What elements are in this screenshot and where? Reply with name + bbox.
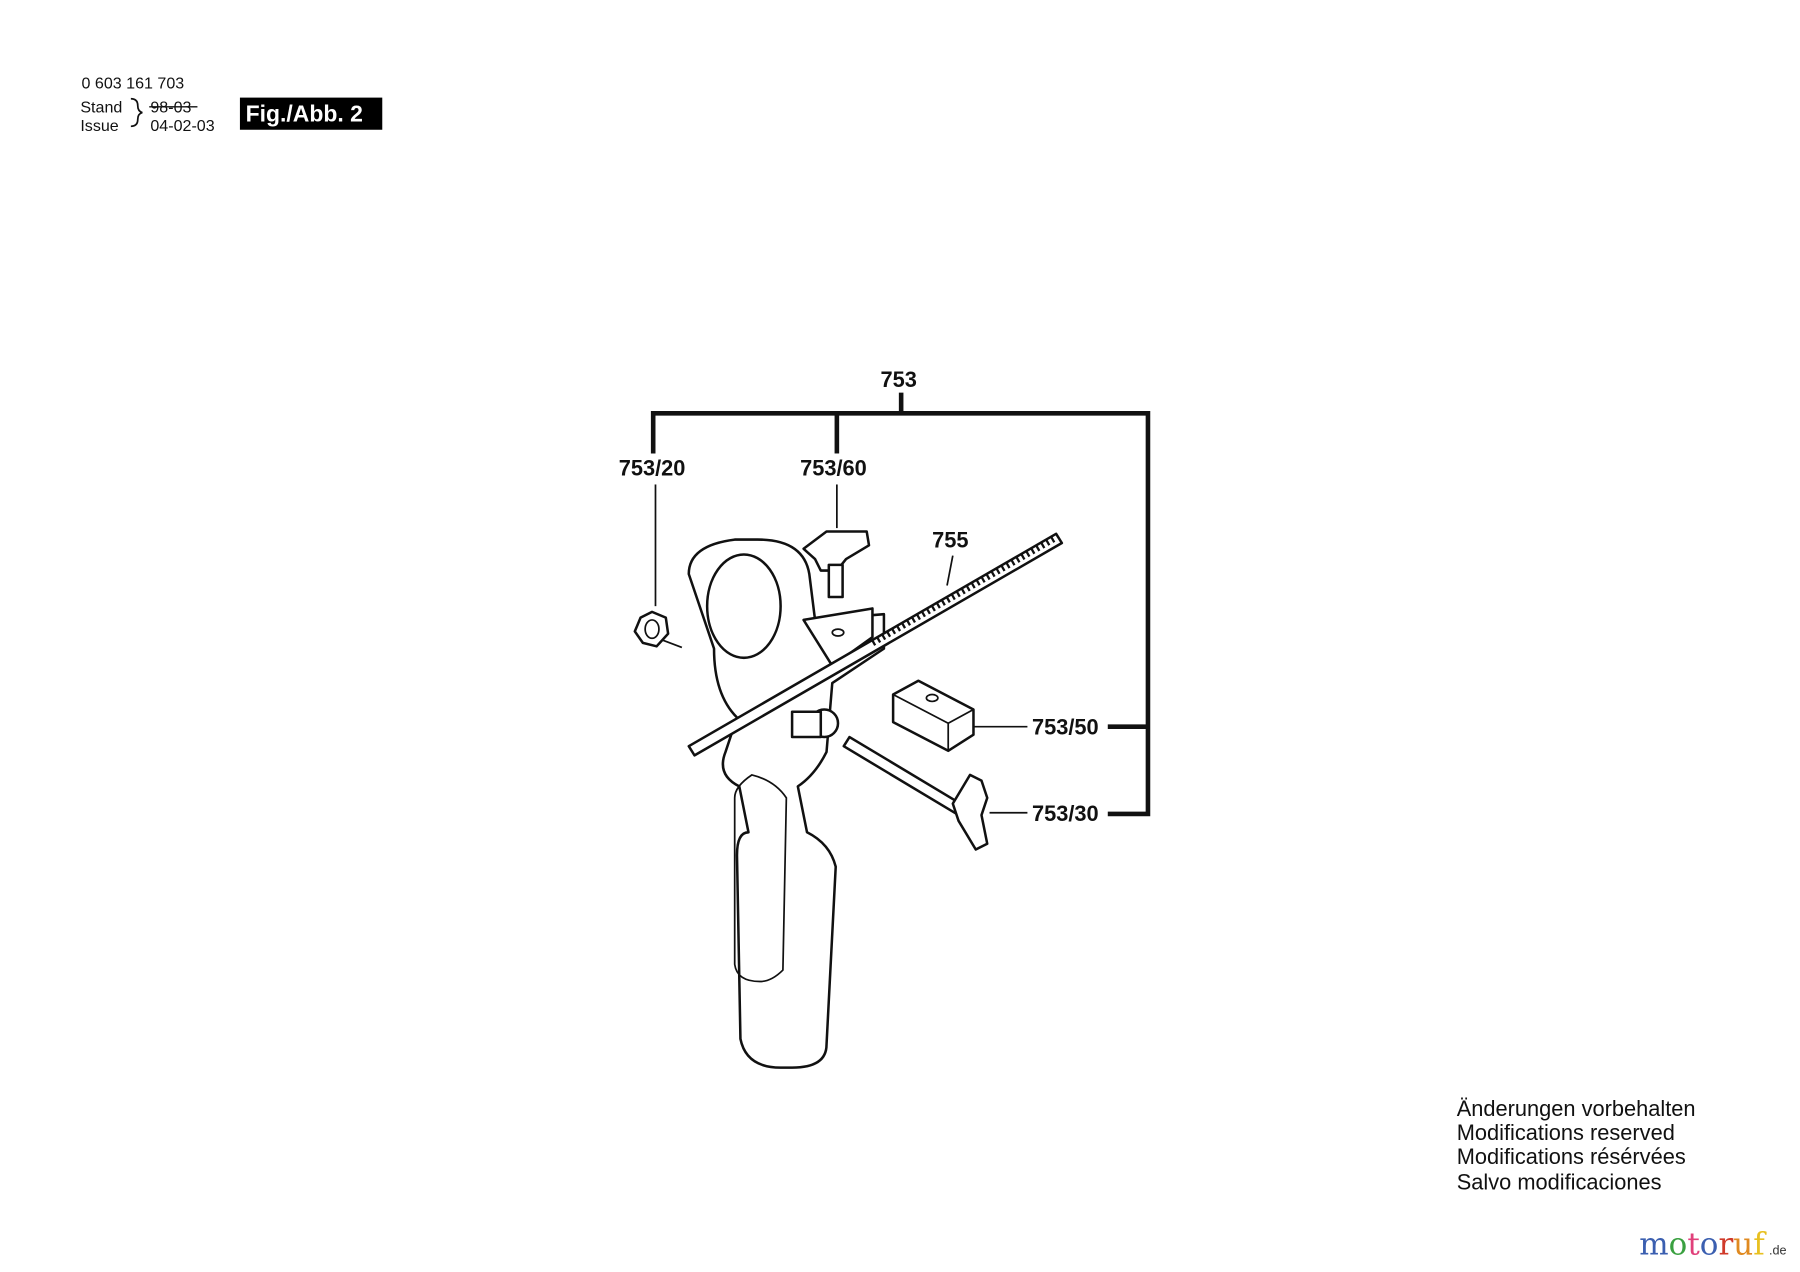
clamp-bolt-part (842, 735, 989, 851)
issue-label: Issue (80, 117, 118, 135)
label-753-50: 753/50 (1032, 715, 1099, 740)
note-spanish: Salvo modificaciones (1457, 1169, 1662, 1194)
watermark-suffix: .de (1769, 1244, 1787, 1258)
label-753: 753 (880, 367, 916, 392)
watermark-letter: f (1753, 1227, 1767, 1263)
issue-date: 04-02-03 (150, 117, 214, 135)
watermark-letter: o (1700, 1227, 1719, 1263)
nut-part (633, 610, 670, 648)
watermark-letter: t (1687, 1227, 1700, 1263)
note-french: Modifications résérvées (1457, 1144, 1686, 1169)
note-english: Modifications reserved (1457, 1120, 1675, 1145)
watermark-letter: u (1733, 1227, 1753, 1263)
watermark-logo: motoruf (1639, 1227, 1767, 1263)
block-part (891, 679, 975, 753)
watermark-letter: m (1639, 1227, 1668, 1263)
stand-label: Stand (80, 99, 122, 117)
leader-lines (654, 484, 1028, 814)
figure-badge (239, 97, 383, 130)
label-753-60: 753/60 (800, 455, 867, 480)
figure-label: Fig./Abb. 2 (246, 101, 363, 127)
part-number: 0 603 161 703 (82, 74, 185, 92)
watermark-letter: o (1669, 1227, 1688, 1263)
label-753-30: 753/30 (1032, 801, 1099, 826)
assembly-bracket (650, 392, 1151, 817)
depth-rod-thread (870, 534, 1058, 646)
old-date: 98-03 (150, 99, 191, 117)
label-753-20: 753/20 (619, 455, 686, 480)
side-handle-drawing (687, 538, 886, 1069)
brace-icon (130, 97, 143, 128)
label-755: 755 (932, 528, 968, 553)
watermark-letter: r (1718, 1227, 1733, 1263)
note-german: Änderungen vorbehalten (1457, 1096, 1696, 1121)
wing-screw-part (802, 530, 871, 637)
